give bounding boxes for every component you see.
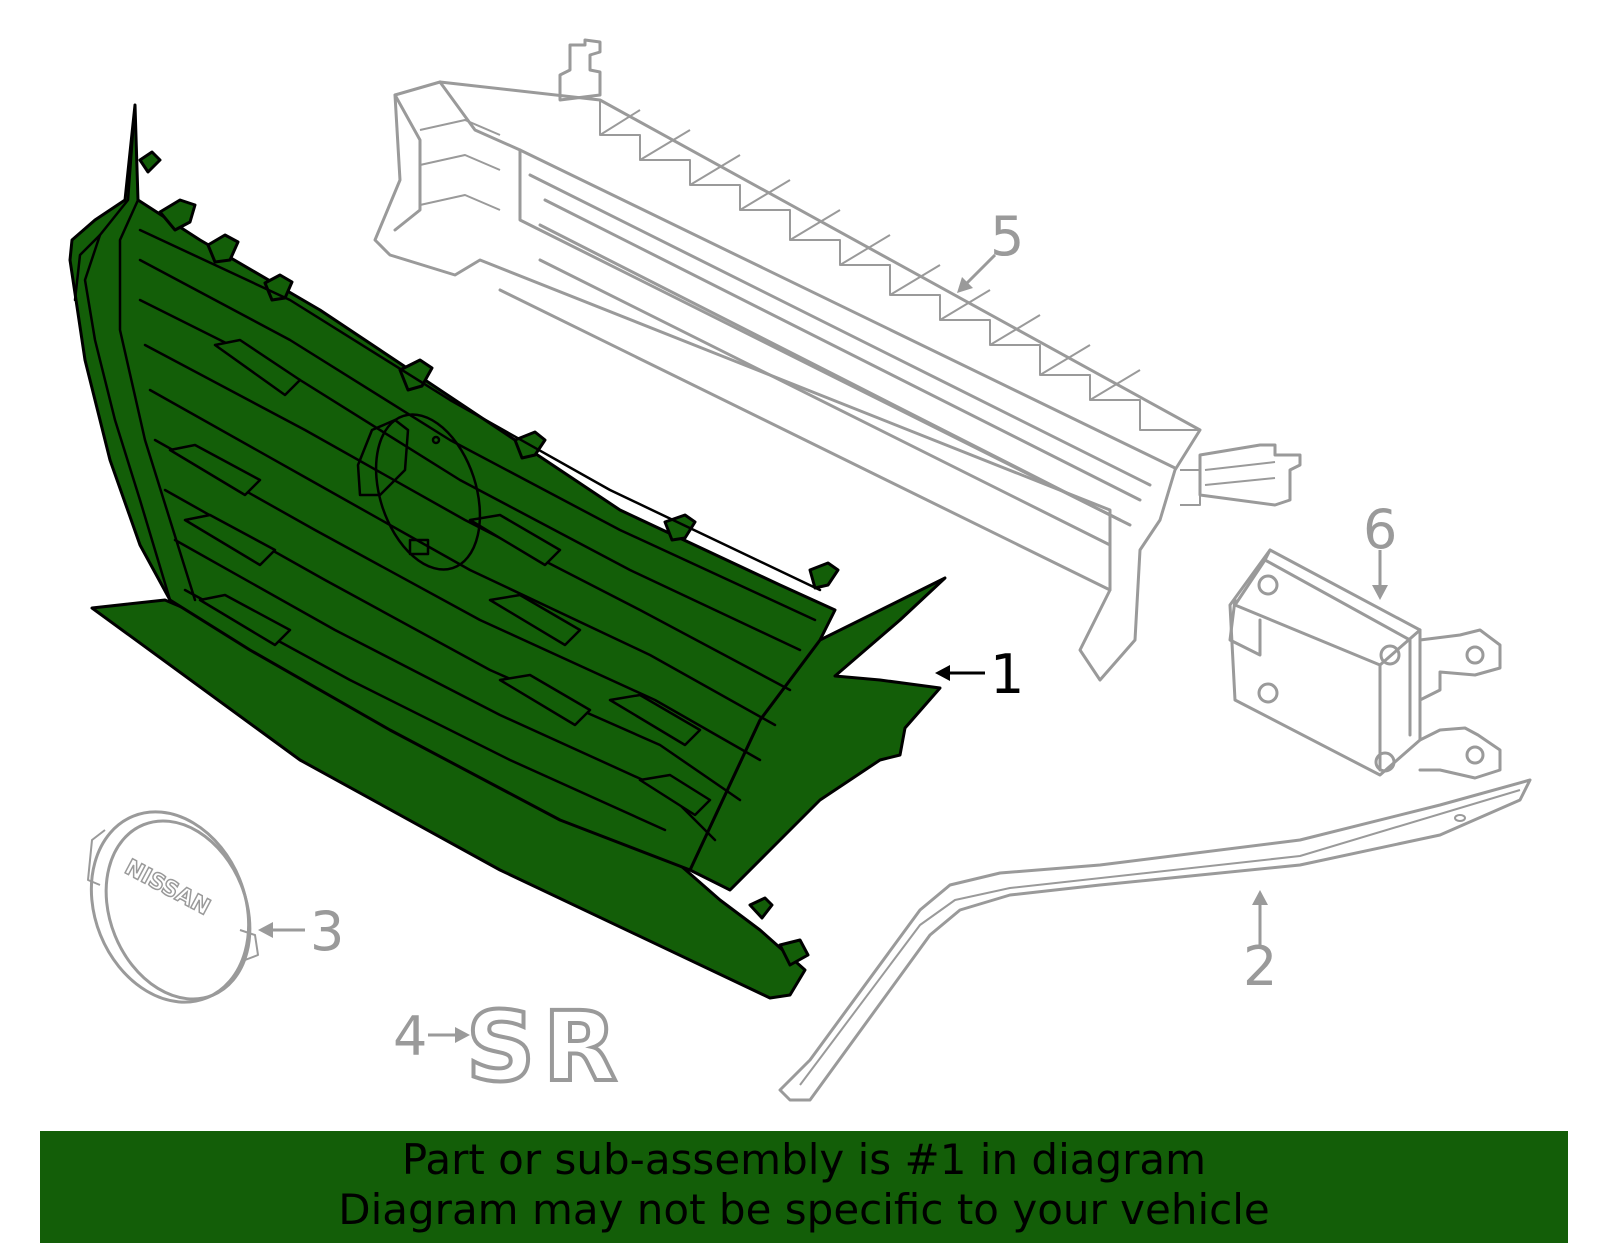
info-banner: Part or sub-assembly is #1 in diagram Di… [40, 1131, 1568, 1243]
banner-disclaimer: Diagram may not be specific to your vehi… [338, 1185, 1270, 1234]
callout-1: 1 [935, 643, 1024, 706]
callout-number-4: 4 [393, 1005, 427, 1068]
callout-6: 6 [1363, 498, 1397, 600]
callout-4: 4 [393, 1005, 470, 1068]
callout-number-2: 2 [1243, 935, 1277, 998]
part-3-emblem: NISSAN [87, 810, 259, 1004]
sr-badge-lettering: SR [466, 991, 625, 1103]
banner-part-note: Part or sub-assembly is #1 in diagram [401, 1135, 1207, 1184]
callout-3: 3 [258, 900, 344, 963]
callout-number-6: 6 [1363, 498, 1397, 561]
callout-2: 2 [1243, 890, 1277, 998]
part-6-sensor-module [1228, 548, 1502, 780]
part-2-moulding [778, 778, 1532, 1102]
emblem-lettering: NISSAN [120, 855, 214, 921]
callout-5: 5 [957, 205, 1024, 293]
part-5-reinforcement-beam [373, 38, 1302, 682]
callout-number-5: 5 [990, 205, 1024, 268]
grille-slats [138, 228, 822, 842]
part-1-grille-highlighted [68, 103, 947, 1000]
callout-number-3: 3 [310, 900, 344, 963]
part-4-sr-badge: SR [464, 989, 625, 1105]
callout-number-1: 1 [990, 643, 1024, 706]
